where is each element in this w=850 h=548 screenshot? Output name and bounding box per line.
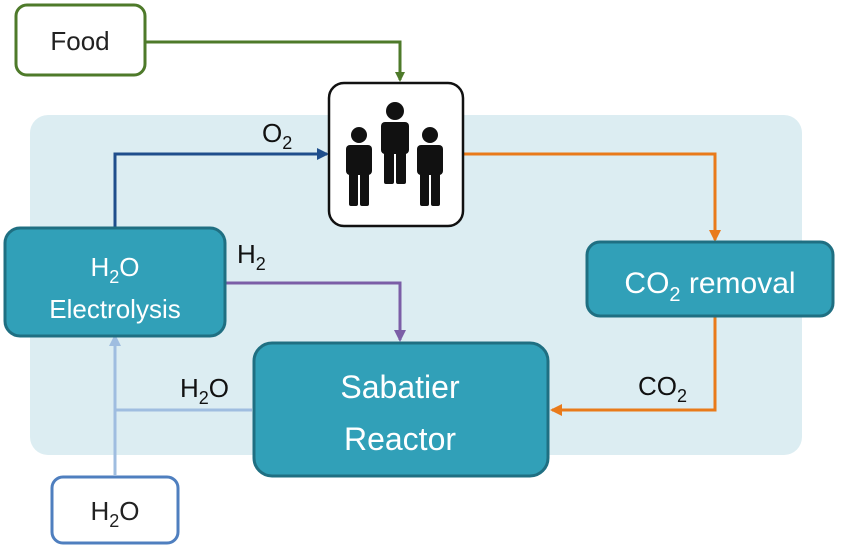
food-flow-line [146,40,405,82]
electrolysis-label-line2: Electrolysis [49,294,180,324]
people-icon [346,102,443,206]
electrolysis-node: H2O Electrolysis [3,226,227,338]
hydrogen-flow-label: H2 [237,239,266,274]
electrolysis-label-line1: H2O [90,252,139,287]
crew-exhaust-flow-line [464,152,721,242]
co2-removal-node: CO2 removal [585,240,835,318]
water-input-node: H2O [50,475,180,545]
food-label: Food [50,26,109,56]
sabatier-label-line2: Reactor [344,421,456,457]
oxygen-flow-label: O2 [262,118,292,153]
food-node: Food [14,3,147,77]
oxygen-flow-line [113,148,329,228]
co2-removal-label: CO2 removal [624,267,795,306]
water-flow-label: H2O [180,373,229,408]
co2-flow-label: CO2 [638,371,687,406]
system-boundary-panel [30,115,802,455]
water-input-label: H2O [90,496,139,531]
hydrogen-flow-line [226,281,406,342]
sabatier-reactor-node: Sabatier Reactor [252,341,550,478]
co2-flow-line [550,316,717,416]
sabatier-label-line1: Sabatier [340,369,460,405]
crew-node [327,81,465,228]
